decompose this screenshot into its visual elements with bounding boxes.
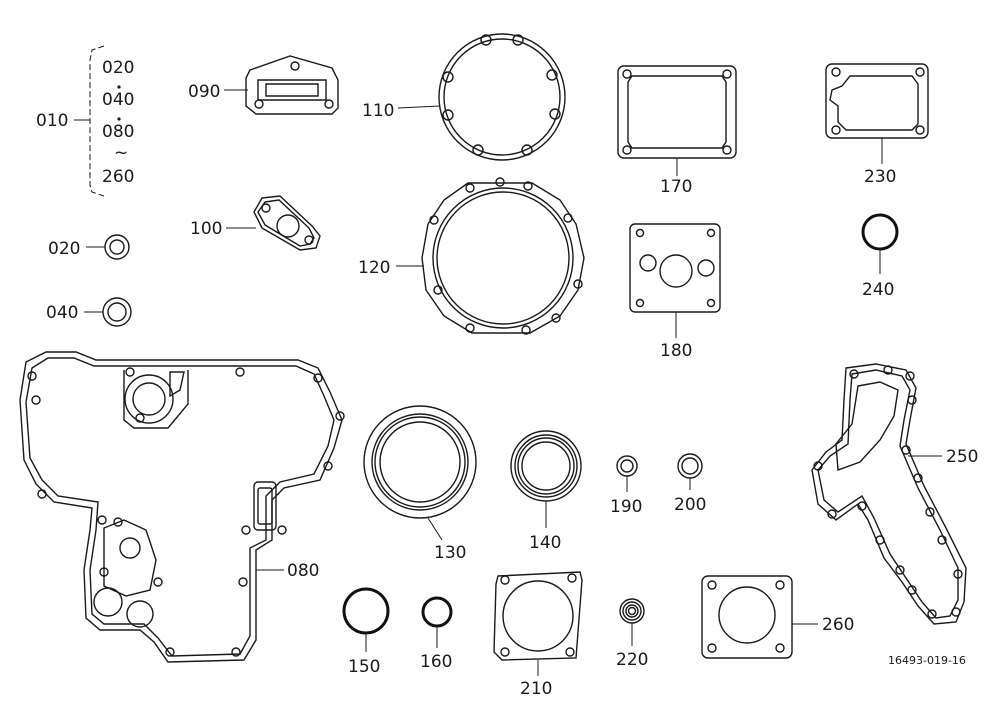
- part-220-seal: 220: [616, 598, 648, 670]
- part-040-seal: 040: [46, 297, 132, 327]
- label-120: 120: [358, 258, 390, 278]
- part-160-oring: 160: [420, 596, 453, 672]
- label-040: 040: [46, 303, 78, 323]
- label-250: 250: [946, 447, 978, 467]
- part-020-seal: 020: [48, 234, 130, 260]
- part-180-gasket: 180: [629, 223, 721, 361]
- label-170: 170: [660, 177, 692, 197]
- label-set-tilde: ~: [114, 143, 128, 163]
- part-260-gasket: 260: [701, 575, 854, 659]
- label-130: 130: [434, 543, 466, 563]
- label-200: 200: [674, 495, 706, 515]
- part-080-gasket: 080: [19, 351, 345, 663]
- label-180: 180: [660, 341, 692, 361]
- label-260: 260: [822, 615, 854, 635]
- part-200-seal: 200: [674, 453, 706, 515]
- part-130-seal: 130: [363, 405, 477, 563]
- label-240: 240: [862, 280, 894, 300]
- label-190: 190: [610, 497, 642, 517]
- part-110-gasket: 110: [362, 33, 566, 161]
- label-set-260: 260: [102, 167, 134, 187]
- part-120-gasket: 120: [358, 177, 585, 335]
- label-set-040: 040: [102, 90, 134, 110]
- part-240-oring: 240: [861, 213, 899, 300]
- drawing-number: 16493-019-16: [888, 654, 966, 667]
- label-020: 020: [48, 239, 80, 259]
- label-150: 150: [348, 657, 380, 677]
- label-220: 220: [616, 650, 648, 670]
- label-210: 210: [520, 679, 552, 699]
- label-010: 010: [36, 111, 68, 131]
- label-set-080: 080: [102, 122, 134, 142]
- kit-bracket-010: 010 020 040 080 ~ 260: [36, 45, 134, 197]
- part-090-gasket: 090: [188, 55, 339, 115]
- label-set-020: 020: [102, 58, 134, 78]
- label-160: 160: [420, 652, 452, 672]
- part-250-gasket: 250: [811, 363, 978, 625]
- label-090: 090: [188, 82, 220, 102]
- part-230-gasket: 230: [825, 63, 929, 187]
- label-140: 140: [529, 533, 561, 553]
- label-100: 100: [190, 219, 222, 239]
- part-170-gasket: 170: [617, 65, 737, 197]
- part-150-oring: 150: [342, 587, 390, 677]
- part-100-gasket: 100: [190, 195, 321, 251]
- part-190-seal: 190: [610, 455, 642, 517]
- label-230: 230: [864, 167, 896, 187]
- label-080: 080: [287, 561, 319, 581]
- label-110: 110: [362, 101, 394, 121]
- part-140-seal: 140: [510, 430, 582, 553]
- part-210-gasket: 210: [493, 571, 583, 699]
